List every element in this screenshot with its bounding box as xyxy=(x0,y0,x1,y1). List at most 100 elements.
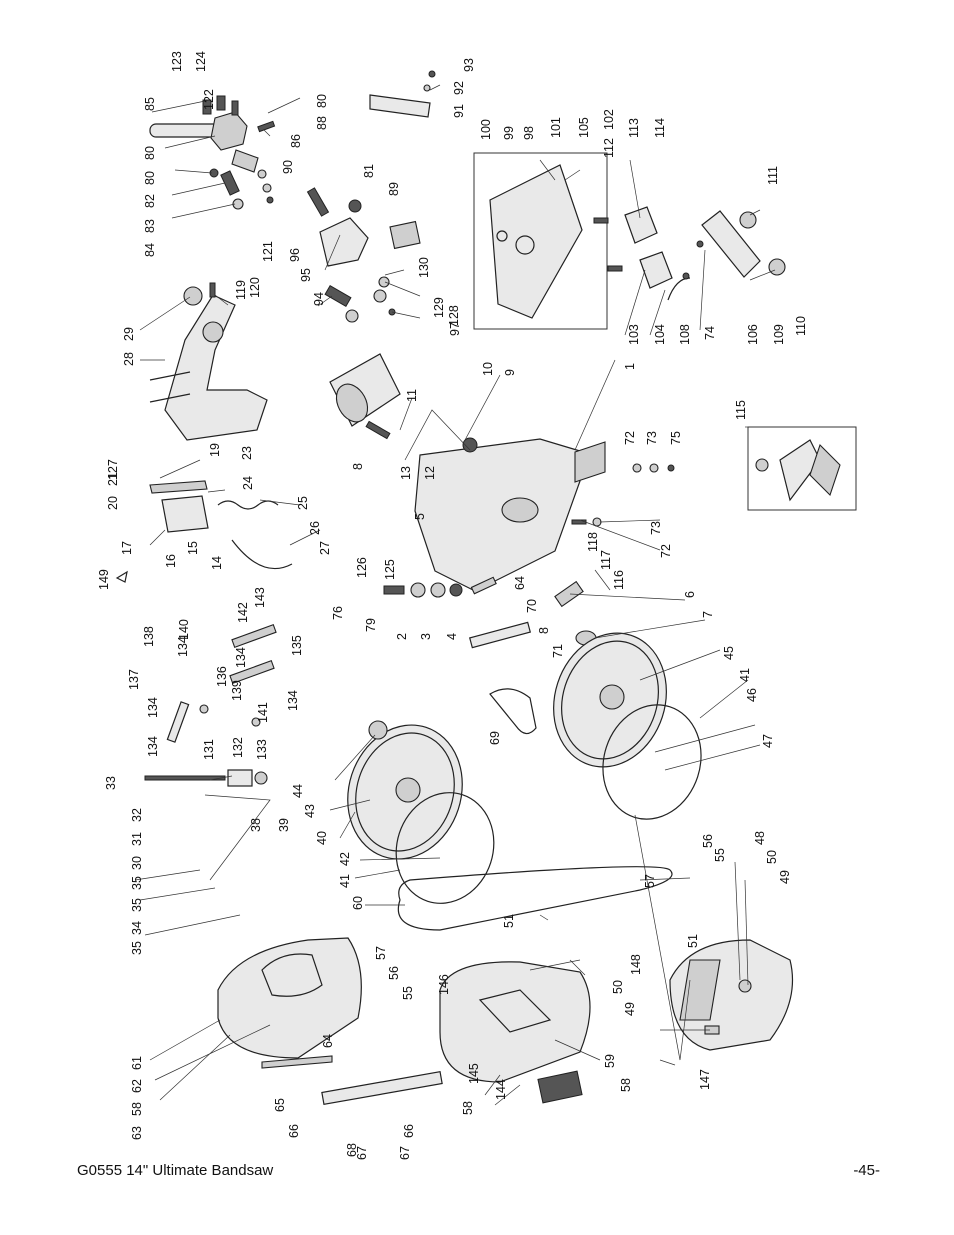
callout: 148 xyxy=(629,954,643,975)
callout: 56 xyxy=(387,966,401,980)
callout: 73 xyxy=(649,521,663,535)
upper-wheel-cover xyxy=(217,937,362,1069)
callout: 98 xyxy=(522,126,536,140)
callout: 19 xyxy=(208,443,222,457)
callout: 34 xyxy=(130,921,144,935)
exploded-parts-diagram: 1 2 3 3 4 5 6 7 8 8 9 10 11 12 13 14 15 … xyxy=(97,51,857,1160)
callout: 58 xyxy=(461,1101,475,1115)
callout: 56 xyxy=(701,834,715,848)
callout: 1 xyxy=(623,363,637,370)
callout: 134 xyxy=(286,690,300,711)
callout: 137 xyxy=(127,669,141,690)
callout: 29 xyxy=(122,327,136,341)
callout: 6 xyxy=(683,591,697,598)
callout: 7 xyxy=(701,611,715,618)
column-hardware xyxy=(115,480,293,583)
callout: 99 xyxy=(502,126,516,140)
callout: 64 xyxy=(321,1034,335,1048)
callout: 9 xyxy=(503,369,517,376)
table-top xyxy=(489,164,583,319)
callout: 125 xyxy=(383,559,397,580)
callout: 126 xyxy=(355,557,369,578)
callout: 134 xyxy=(146,697,160,718)
callout: 25 xyxy=(296,496,310,510)
callout: 35 xyxy=(130,941,144,955)
callout: 100 xyxy=(479,119,493,140)
callout: 130 xyxy=(417,257,431,278)
callout: 38 xyxy=(249,818,263,832)
callout: 43 xyxy=(303,804,317,818)
callout: 79 xyxy=(364,618,378,632)
callout: 16 xyxy=(164,554,178,568)
callout: 55 xyxy=(713,848,727,862)
callout: 119 xyxy=(234,280,248,300)
motor xyxy=(329,353,401,440)
callout: 41 xyxy=(738,668,752,682)
callout: 143 xyxy=(253,587,267,608)
callout: 90 xyxy=(281,160,295,174)
callout: 76 xyxy=(331,606,345,620)
callout: 80 xyxy=(143,146,157,160)
upper-tire xyxy=(395,792,495,904)
callout: 51 xyxy=(502,914,516,928)
callout: 118 xyxy=(586,532,600,552)
callout: 17 xyxy=(120,541,134,555)
page-number: -45- xyxy=(853,1162,880,1179)
callout: 134 xyxy=(234,647,248,668)
callout: 69 xyxy=(488,731,502,745)
callout: 112 xyxy=(602,138,616,158)
callout: 28 xyxy=(122,352,136,366)
callout: 85 xyxy=(143,97,157,111)
callout: 73 xyxy=(645,431,659,445)
callout: 138 xyxy=(142,626,156,647)
callout: 67 xyxy=(355,1146,369,1160)
callout: 65 xyxy=(273,1098,287,1112)
callout: 70 xyxy=(525,599,539,613)
callout: 147 xyxy=(698,1069,712,1090)
callout: 134 xyxy=(176,636,190,657)
callout: 74 xyxy=(703,326,717,340)
trunnion-assembly xyxy=(593,206,786,301)
callout: 58 xyxy=(619,1078,633,1092)
callout: 113 xyxy=(627,118,641,138)
callout: 40 xyxy=(315,831,329,845)
callout: 8 xyxy=(351,463,365,470)
callout: 71 xyxy=(551,644,565,658)
callout: 58 xyxy=(130,1102,144,1116)
callout: 24 xyxy=(241,476,255,490)
callout: 14 xyxy=(210,556,224,570)
callout: 144 xyxy=(494,1079,508,1100)
callout: 35 xyxy=(130,898,144,912)
callout: 111 xyxy=(766,166,780,185)
callout: 117 xyxy=(599,550,613,570)
callout: 86 xyxy=(289,134,303,148)
callout: 134 xyxy=(146,736,160,757)
lower-tire xyxy=(602,704,702,820)
callout: 45 xyxy=(722,646,736,660)
callout: 12 xyxy=(423,466,437,480)
callout: 84 xyxy=(143,243,157,257)
callout: 44 xyxy=(291,784,305,798)
right-cabinet-panel xyxy=(669,939,794,1051)
inset-box-114 xyxy=(747,426,857,511)
callout: 2 xyxy=(395,633,409,640)
lower-wheel-cover xyxy=(439,961,591,1104)
drive-belt xyxy=(489,688,537,735)
blade-guard-bracket xyxy=(369,70,436,118)
callout: 51 xyxy=(686,934,700,948)
callout: 5 xyxy=(413,513,427,520)
callout: 106 xyxy=(746,324,760,345)
guide-post-assembly xyxy=(149,95,276,210)
callout: 35 xyxy=(130,876,144,890)
callout: 80 xyxy=(315,94,329,108)
callout: 129 xyxy=(432,297,446,318)
callout: 146 xyxy=(437,974,451,995)
callout: 109 xyxy=(772,324,786,345)
callout: 21 xyxy=(106,472,120,486)
callout: 42 xyxy=(338,852,352,866)
upper-frame-arm xyxy=(149,282,268,441)
callout: 145 xyxy=(467,1063,481,1084)
callout: 115 xyxy=(734,400,748,420)
table-assembly-box xyxy=(473,152,608,330)
callout: 49 xyxy=(778,870,792,884)
